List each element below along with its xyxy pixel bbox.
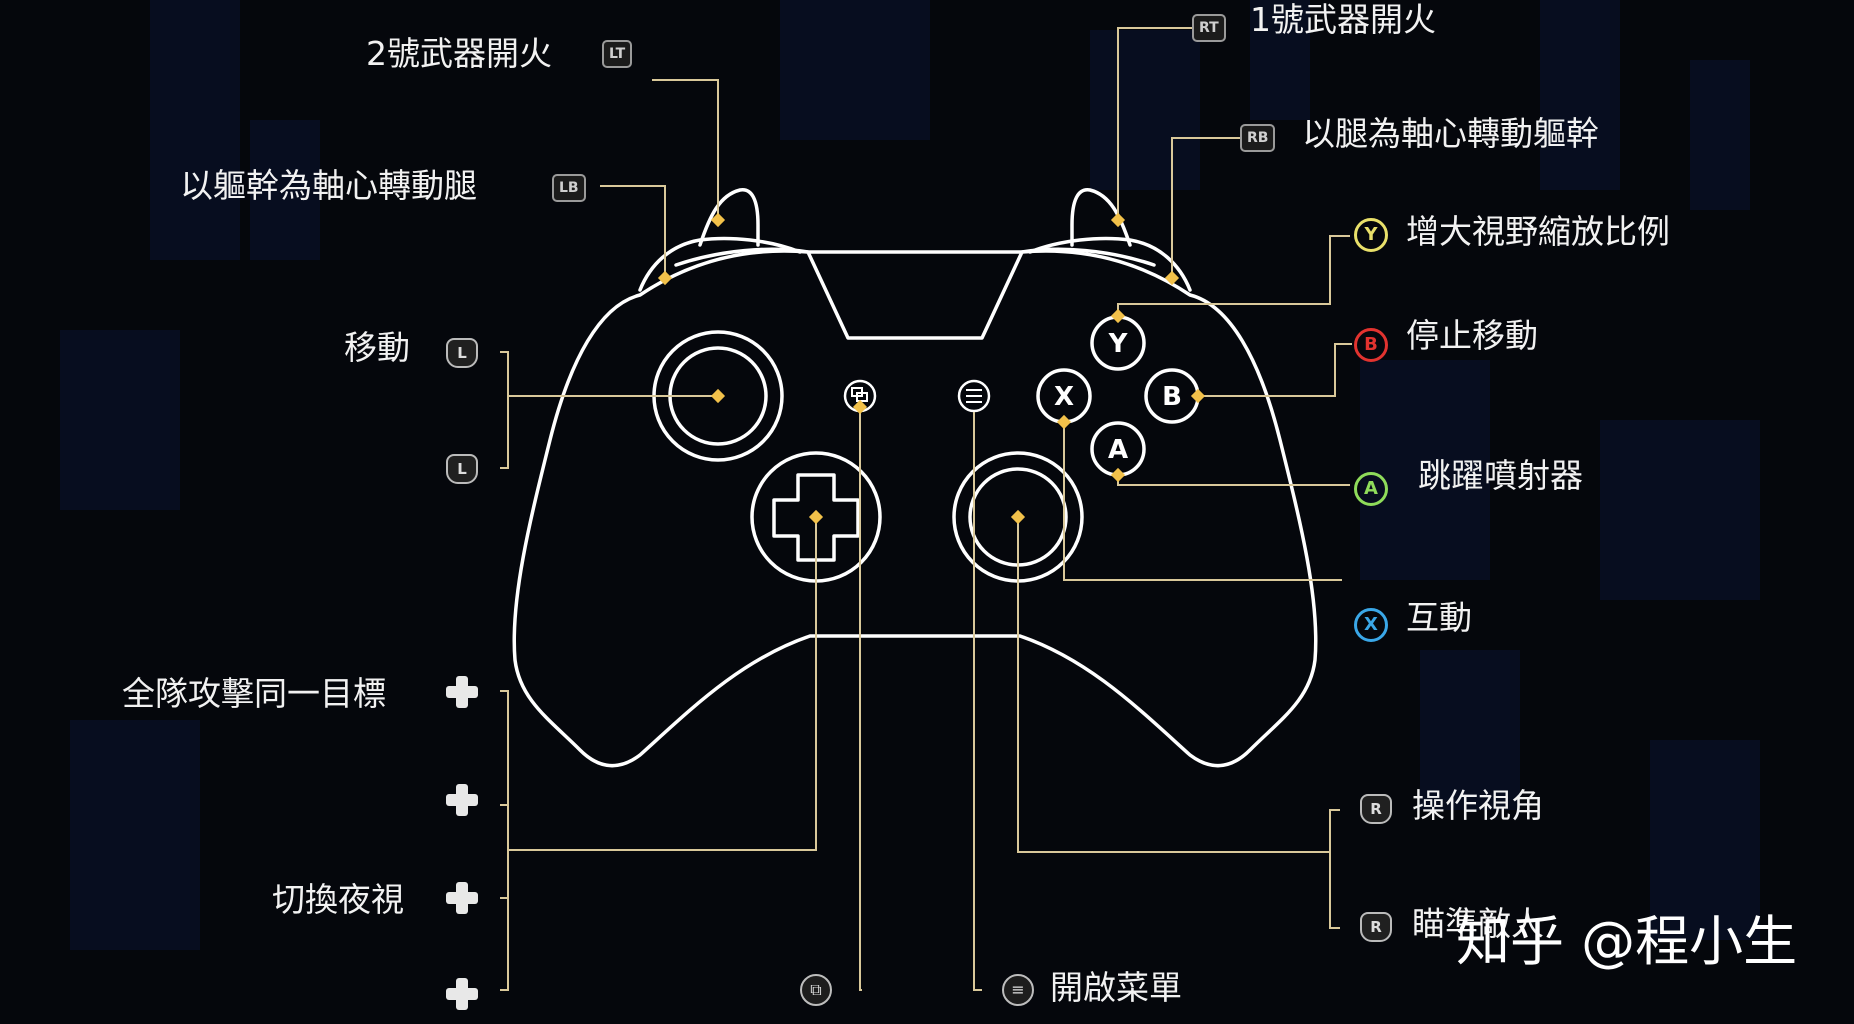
view-button-icon: ⧉ [800,974,832,1006]
controller-body [512,249,1318,768]
leader-right-stick-bracket [1329,809,1340,929]
a-button-icon: A [1354,472,1388,506]
left-stick-click-icon: L [446,454,478,484]
controller-outline [512,188,1318,768]
lt-badge: LT [602,40,633,68]
label-right-stick: 操作視角 [1412,786,1544,825]
face-button-x: X [1054,382,1074,412]
dpad-left-icon [444,880,480,916]
label-dpad-up: 全隊攻擊同一目標 [122,674,386,713]
label-x: 互動 [1406,598,1472,637]
dpad-up-icon [444,674,480,710]
rb-badge: RB [1240,124,1276,152]
right-bumper [1028,236,1192,292]
leader-lt [652,79,719,220]
y-button-icon: Y [1354,218,1388,252]
face-button-a: A [1108,435,1128,465]
leader-rt [1117,27,1198,220]
background-pattern [60,0,1760,950]
left-stick-icon: L [446,338,478,368]
face-button-y: Y [1108,329,1129,359]
face-buttons: Y X B A [1036,315,1200,477]
label-dpad-left: 切換夜視 [272,880,404,919]
label-left-stick: 移動 [344,328,410,367]
lb-badge: LB [552,174,586,202]
dpad-right-icon [444,976,480,1012]
leader-y [1117,235,1350,316]
right-stick-click-icon: R [1360,912,1392,942]
b-button-icon: B [1354,328,1388,362]
leader-left-stick [500,351,509,469]
label-b: 停止移動 [1406,316,1538,355]
label-a: 跳躍噴射器 [1418,456,1583,495]
leader-a [1117,475,1350,486]
face-button-b: B [1162,382,1182,412]
left-trigger [698,188,760,247]
leader-x [1063,422,1342,581]
watermark: 知乎 @程小生 [1456,910,1798,973]
leader-view [859,412,862,991]
leader-rb [1171,137,1240,278]
label-lt: 2號武器開火 [366,34,552,73]
leader-b [1198,343,1352,397]
menu-button [957,379,991,413]
leader-menu [973,412,982,991]
dpad-down-icon [444,782,480,818]
x-button-icon: X [1354,608,1388,642]
anchor-dots [657,212,1206,525]
label-y: 增大視野縮放比例 [1406,212,1670,251]
left-bumper [638,236,802,292]
leader-right-stick [1017,517,1330,853]
label-rt: 1號武器開火 [1250,0,1436,39]
controller-top-plate [674,247,1156,340]
leader-dpad-h3 [508,517,817,851]
leader-dpad [500,690,509,991]
rt-badge: RT [1192,14,1226,42]
label-right-stick-click: 瞄準敵人 [1412,904,1544,943]
menu-button-icon: ≡ [1002,974,1034,1006]
label-lb: 以軀幹為軸心轉動腿 [180,166,477,205]
label-rb: 以腿為軸心轉動軀幹 [1302,114,1599,153]
leader-lb [600,185,666,278]
label-menu: 開啟菜單 [1050,968,1182,1007]
leader-lines [500,27,1352,991]
right-stick-icon: R [1360,794,1392,824]
